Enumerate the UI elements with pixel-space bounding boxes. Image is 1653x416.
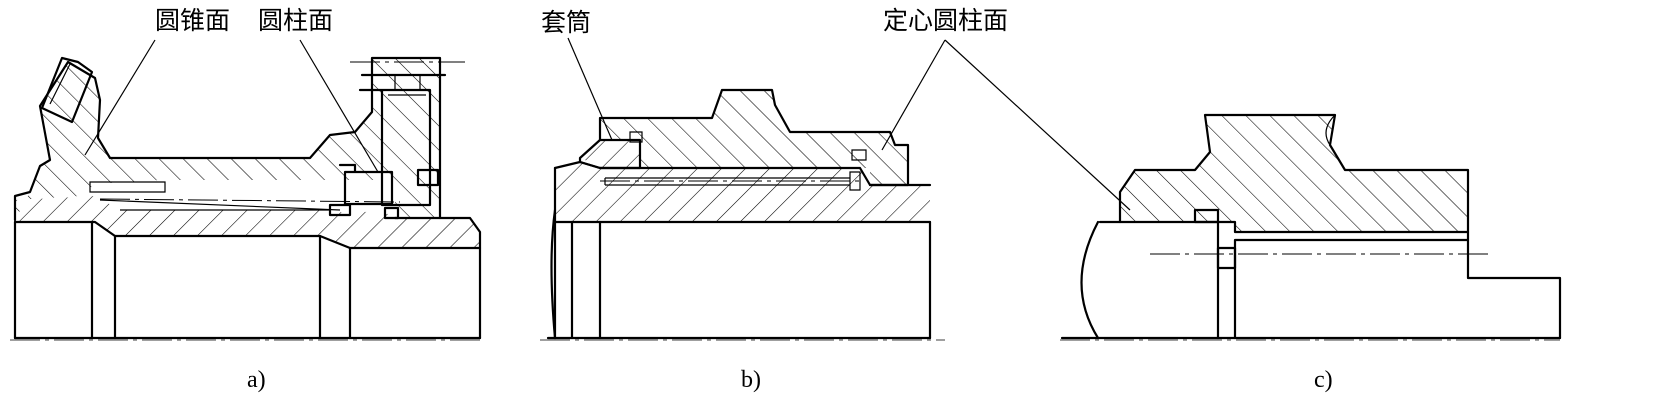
section-a-clutch-ring — [358, 73, 447, 207]
section-b-hub-hatch — [600, 90, 908, 185]
leader-centering-surface-c — [944, 39, 1131, 211]
section-a-gear-tooth — [40, 56, 94, 124]
section-b-left-break — [550, 208, 557, 340]
callout-sleeve: 套筒 — [541, 8, 592, 37]
section-b-drawing — [540, 37, 946, 341]
section-a-bore-lines — [13, 220, 482, 340]
callout-centering-surface: 定心圆柱面 — [883, 6, 1009, 35]
section-a-centerline-shaft — [99, 198, 401, 203]
section-c-wavy-break — [1325, 114, 1336, 146]
caption-a: a) — [247, 367, 266, 393]
section-a-gear-hub-outline — [13, 56, 442, 222]
leader-centering-surface — [881, 39, 946, 151]
section-c-hub-hatch — [1120, 115, 1468, 232]
section-a-drawing — [10, 39, 482, 341]
section-a-ring-detail — [388, 76, 426, 96]
section-b-shaft-hatch — [555, 162, 930, 222]
section-c-hub-outline — [1118, 113, 1470, 234]
section-a-gear-tooth-line — [49, 63, 71, 105]
section-b-shaft-outline — [553, 160, 932, 224]
section-c-pin — [1193, 208, 1237, 270]
leader-sleeve — [567, 37, 613, 141]
callout-conical-surface: 圆锥面 — [155, 6, 231, 35]
leader-cylindrical-surface — [299, 39, 379, 173]
section-c-shaft-outline — [1098, 220, 1562, 340]
caption-c: c) — [1314, 367, 1333, 393]
section-b-bore-lines — [553, 166, 932, 340]
caption-b: b) — [741, 367, 761, 393]
section-c-shaft-end — [1080, 220, 1100, 340]
callout-cylindrical-surface: 圆柱面 — [258, 6, 334, 35]
leader-conical-surface — [84, 39, 156, 156]
section-c-drawing — [944, 39, 1562, 341]
section-b-sleeve-hatch — [580, 140, 640, 168]
section-a-bolt — [328, 163, 440, 220]
section-a-keyway — [89, 181, 341, 211]
section-b-hub-outline — [598, 88, 910, 187]
section-a-gear-hub-hatch — [15, 58, 440, 220]
